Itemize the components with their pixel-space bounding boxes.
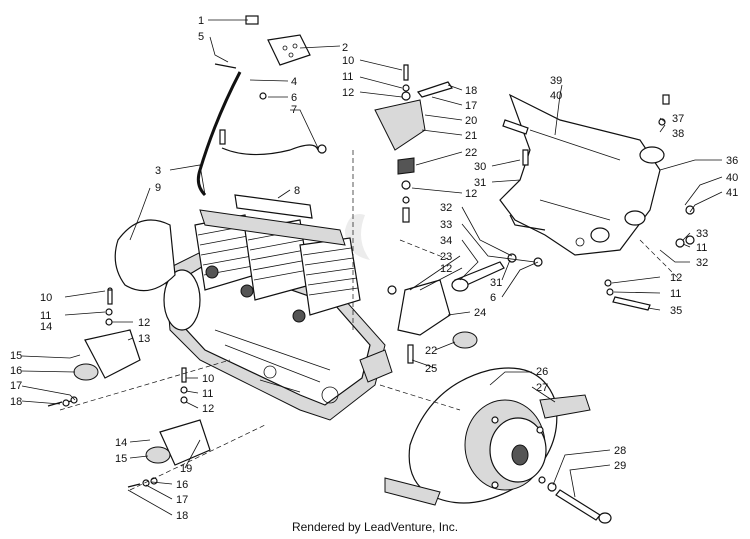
callout: 17	[10, 380, 22, 392]
callout: 11	[696, 242, 707, 254]
bracket-hole	[639, 146, 665, 164]
footer-credit: Rendered by LeadVenture, Inc.	[291, 520, 459, 534]
callout: 20	[465, 115, 477, 127]
callout: 35	[670, 305, 682, 317]
callout: 15	[115, 453, 127, 465]
callout: 11	[40, 310, 51, 322]
callout: 23	[440, 251, 452, 263]
ground-wire	[219, 129, 327, 156]
callout: 33	[440, 219, 452, 231]
mount-stack-center	[374, 64, 453, 223]
callout: 41	[726, 187, 738, 199]
callout: 12	[202, 403, 214, 415]
callout: 12	[138, 317, 150, 329]
callout: 39	[550, 75, 562, 87]
callout: 36	[726, 155, 738, 167]
oil-filler-hose	[196, 15, 311, 197]
callout: 11	[202, 388, 213, 400]
callout: 14	[40, 321, 52, 333]
spark-plug-1	[205, 265, 219, 279]
callout: 10	[342, 55, 354, 67]
callout: 12	[670, 272, 682, 284]
callout: 31	[474, 177, 486, 189]
callout: 2	[342, 42, 348, 54]
callout: 29	[614, 460, 626, 472]
callout: 28	[614, 445, 626, 457]
callout: 34	[440, 235, 452, 247]
spark-plug-3	[292, 309, 306, 323]
callout: 37	[672, 113, 684, 125]
callout: 10	[202, 373, 214, 385]
front-mount-bracket	[387, 279, 478, 364]
callout: 5	[198, 31, 204, 43]
callout: 8	[294, 185, 300, 197]
callout: 21	[465, 130, 477, 142]
air-silencer-disk	[114, 219, 176, 292]
callout: 25	[425, 363, 437, 375]
clutch-bolt	[547, 482, 612, 524]
callout: 1	[198, 15, 204, 27]
callout: 18	[10, 396, 22, 408]
callout: 26	[536, 366, 548, 378]
callout: 17	[176, 494, 188, 506]
callout-labels: 1 5 2 4 6 7 3 9 8 10 11 12 18 17 20 21 2…	[10, 15, 738, 522]
spark-plug-2	[240, 284, 254, 298]
callout: 24	[474, 307, 486, 319]
callout: 13	[138, 333, 150, 345]
callout: 12	[342, 87, 354, 99]
callout: 32	[696, 257, 708, 269]
leader-lines	[21, 19, 723, 516]
callout: 40	[726, 172, 738, 184]
drive-clutch	[408, 367, 558, 504]
callout: 27	[536, 382, 548, 394]
left-mount-rear	[127, 367, 211, 488]
callout: 7	[291, 104, 297, 116]
callout: 19	[180, 463, 192, 475]
callout: 15	[10, 350, 22, 362]
callout: 33	[696, 228, 708, 240]
callout: 10	[40, 292, 52, 304]
recoil-cover	[163, 269, 201, 331]
callout: 16	[176, 479, 188, 491]
callout: 6	[490, 292, 496, 304]
callout: 22	[425, 345, 437, 357]
callout: 6	[291, 92, 297, 104]
callout: 22	[465, 147, 477, 159]
left-mount-front	[47, 287, 141, 407]
engine-assembly	[163, 194, 393, 421]
callout: 18	[176, 510, 188, 522]
callout: 16	[10, 365, 22, 377]
callout: 17	[465, 100, 477, 112]
callout: 40	[550, 90, 562, 102]
callout: 12	[465, 188, 477, 200]
callout: 32	[440, 202, 452, 214]
callout: 11	[342, 71, 353, 83]
callout: 12	[440, 263, 452, 275]
callout: 30	[474, 161, 486, 173]
callout: 9	[155, 182, 161, 194]
callout: 38	[672, 128, 684, 140]
callout: 11	[670, 288, 681, 300]
callout: 18	[465, 85, 477, 97]
callout: 14	[115, 437, 127, 449]
cylinder-3	[299, 237, 361, 316]
callout: 31	[490, 277, 502, 289]
rear-bracket	[499, 93, 695, 311]
callout: 3	[155, 165, 161, 177]
callout: 4	[291, 76, 297, 88]
